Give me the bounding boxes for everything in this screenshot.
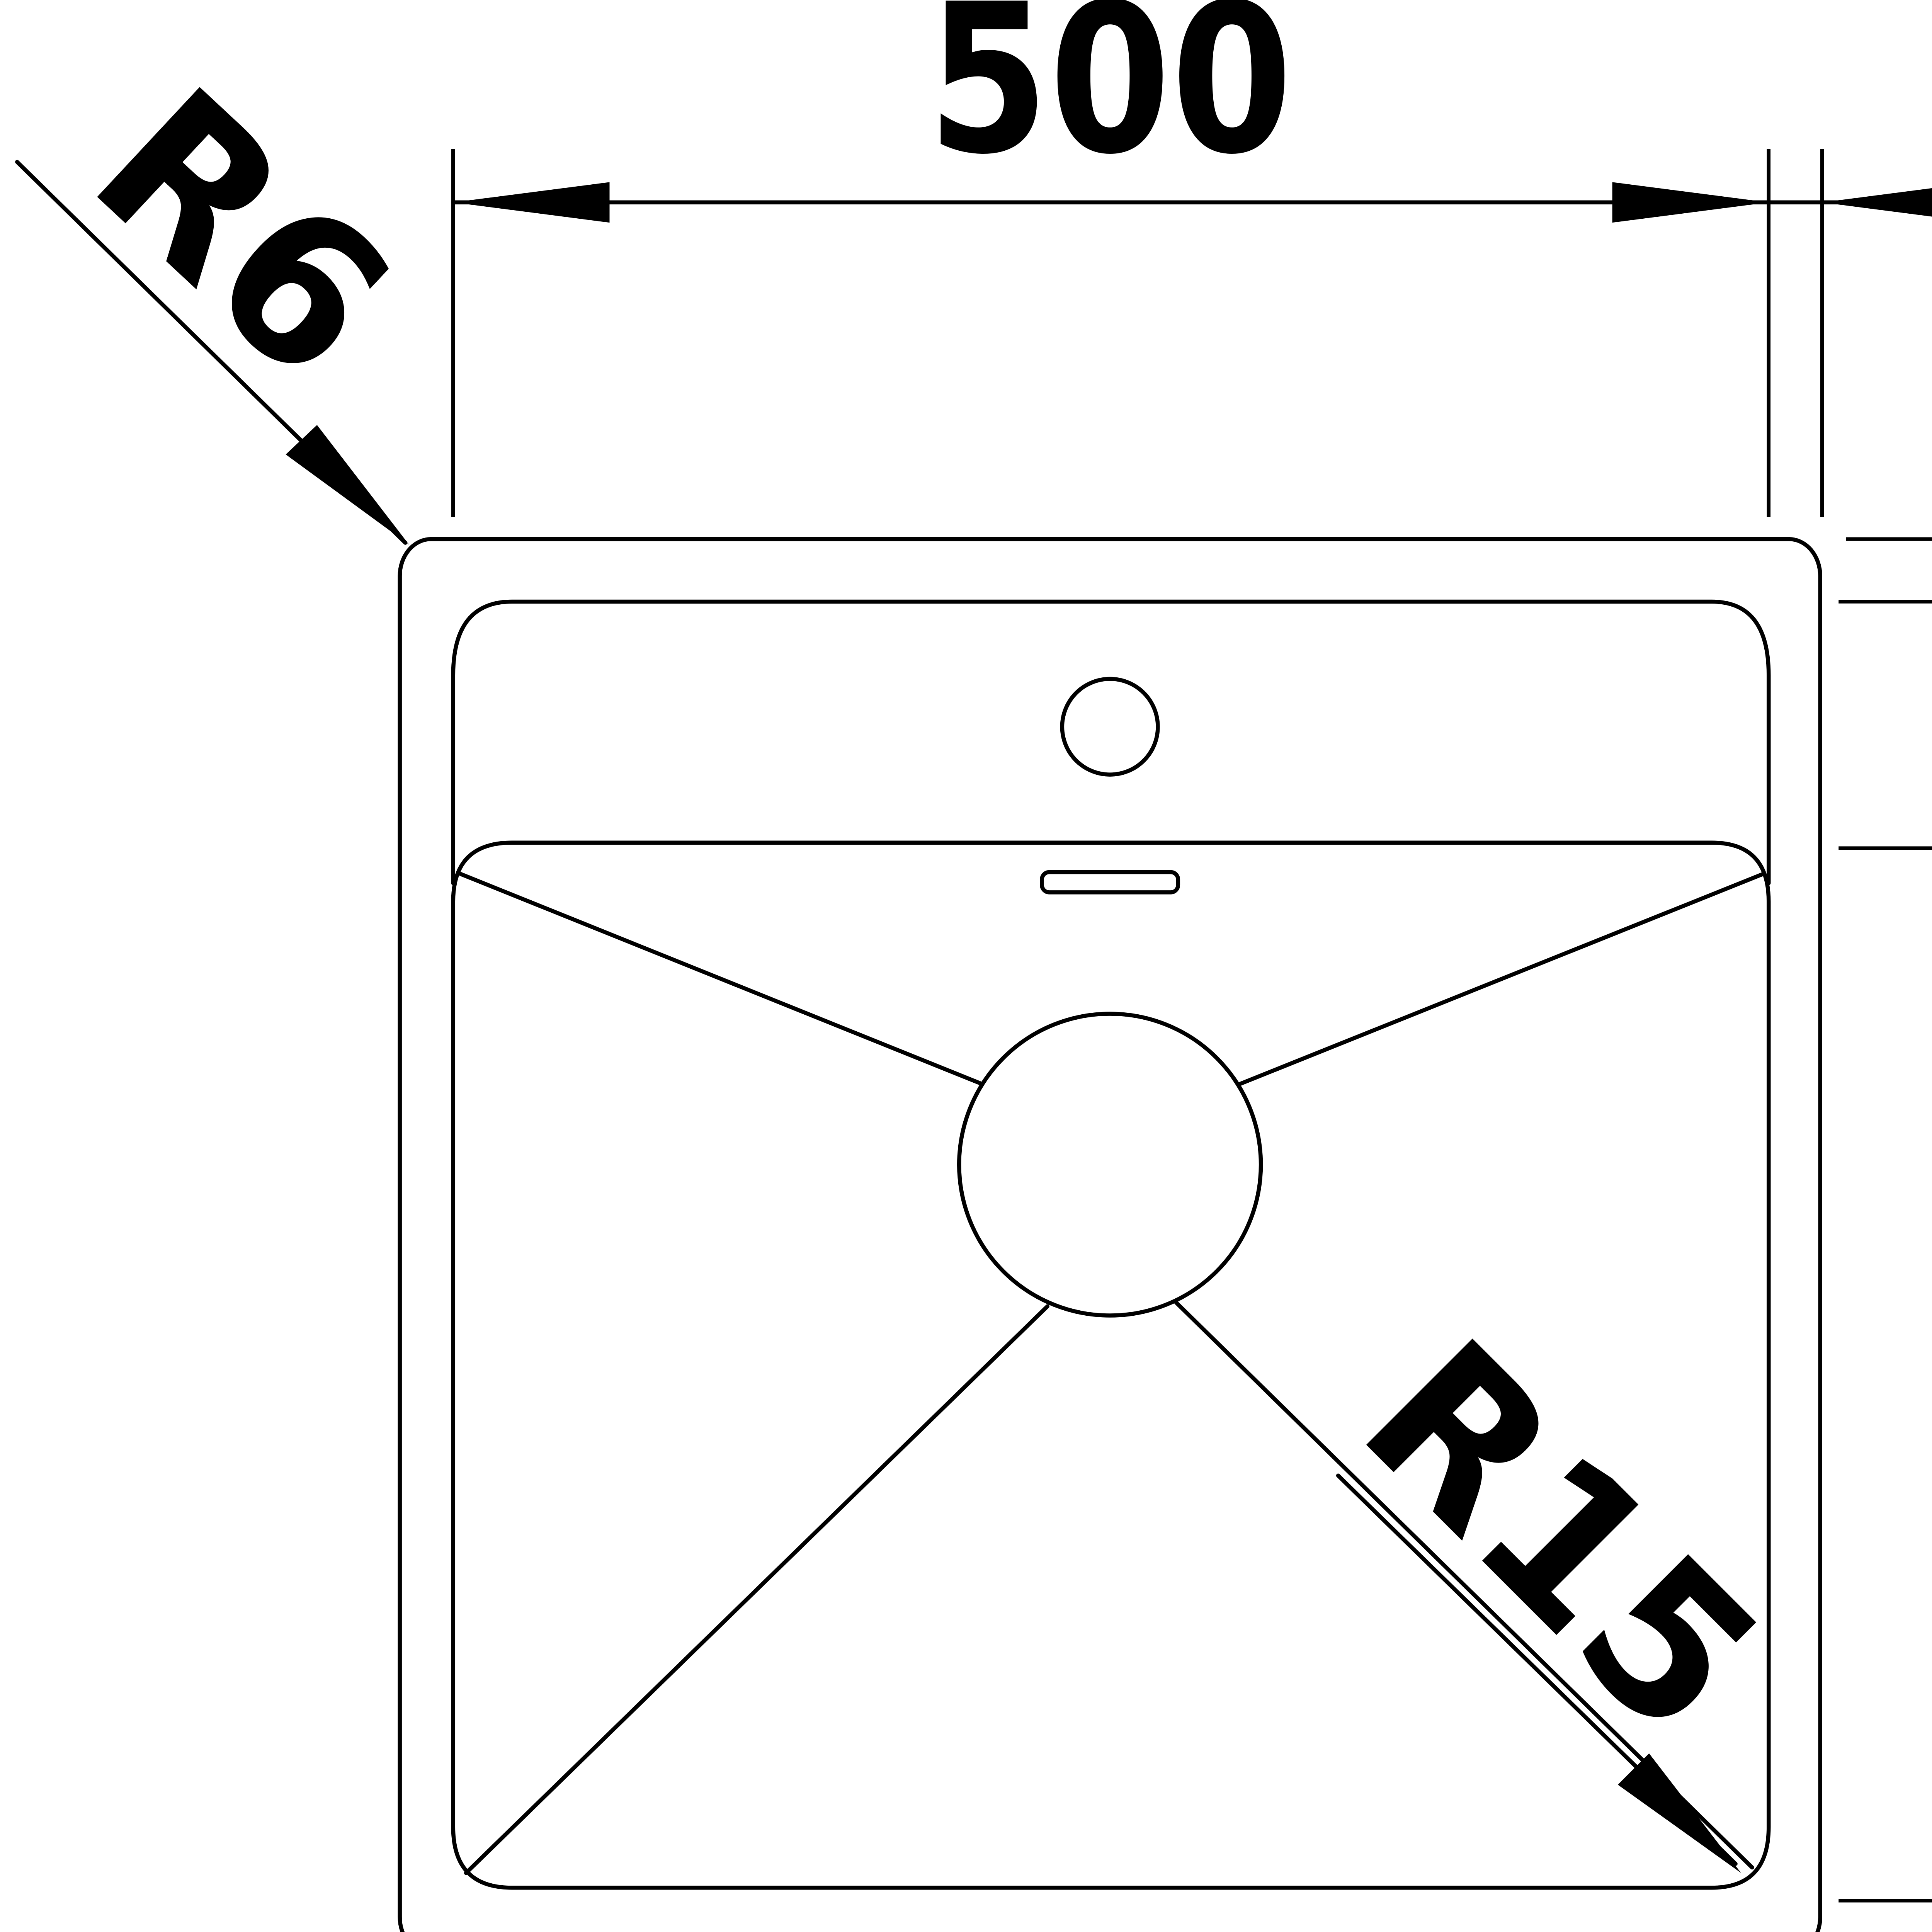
right-dimensions: 380 20 460 500 bbox=[1838, 537, 1932, 1903]
r15-callout: R15 bbox=[1318, 1296, 1803, 1873]
outer-rim bbox=[398, 537, 1822, 1932]
slope-line bbox=[1238, 872, 1765, 1086]
overflow-slot-icon bbox=[1040, 870, 1180, 895]
top-width-label: 500 bbox=[927, 0, 1293, 200]
top-dimensions: 500 20 bbox=[451, 0, 1932, 517]
sink-body bbox=[398, 537, 1822, 1932]
r15-label: R15 bbox=[1318, 1296, 1803, 1781]
inner-recess bbox=[451, 599, 1771, 885]
r6-label: R6 bbox=[50, 44, 435, 425]
bowl-outline bbox=[451, 840, 1771, 1890]
drain-icon bbox=[957, 1012, 1263, 1318]
tap-hole-icon bbox=[1060, 677, 1160, 777]
r6-callout: R6 bbox=[15, 44, 435, 545]
slope-line bbox=[464, 1304, 1050, 1875]
slope-line bbox=[458, 872, 983, 1086]
